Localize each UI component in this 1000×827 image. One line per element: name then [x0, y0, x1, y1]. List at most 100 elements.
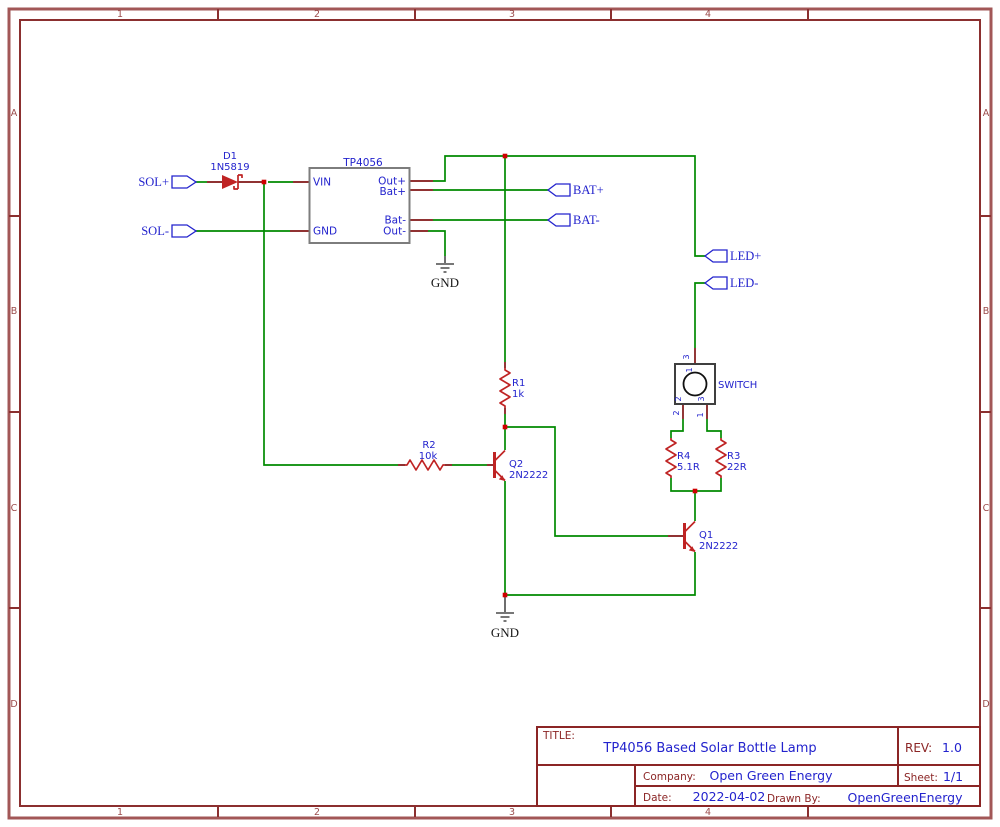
- drawn-by-value: OpenGreenEnergy: [847, 790, 963, 805]
- ground-symbol-charger: GND: [431, 256, 459, 290]
- ic-pin-batminus: Bat-: [384, 215, 406, 227]
- diode-ref: D1: [223, 151, 237, 162]
- switch-pin-number: 3: [697, 396, 706, 401]
- ic-tp4056: TP4056 VIN GND Out+ Bat+ Bat- Out-: [308, 157, 411, 244]
- ic-pin-vin: VIN: [313, 177, 331, 189]
- wire-left-rail-to-r2: [263, 182, 398, 466]
- diode-d1: D1 1N5819: [210, 151, 250, 190]
- frame-row-label: B: [983, 306, 990, 317]
- resistor-value: 22R: [727, 462, 747, 473]
- resistor-ref: R4: [677, 451, 690, 462]
- ic-pin-outminus: Out-: [383, 226, 406, 238]
- title-block: TITLE: TP4056 Based Solar Bottle Lamp RE…: [536, 726, 981, 807]
- resistor-r3: R3 22R: [715, 438, 747, 478]
- ground-glyph: [496, 597, 514, 622]
- sheet-label: Sheet:: [904, 772, 938, 784]
- transistor-q2: Q2 2N2222: [493, 449, 548, 482]
- frame-column-ticks: [217, 9, 809, 817]
- ground-symbol-bottom: GND: [491, 597, 519, 640]
- transistor-q1: Q1 2N2222: [683, 520, 738, 553]
- frame-row-label: A: [983, 108, 990, 119]
- wire-ledminus-to-switch: [694, 282, 705, 348]
- transistor-value: 2N2222: [699, 541, 738, 552]
- frame-row-label: C: [983, 503, 990, 514]
- wire-junction-to-q1base: [505, 426, 668, 537]
- title-block-dividers: [537, 727, 980, 806]
- frame-col-label: 1: [117, 9, 123, 20]
- rev-value: 1.0: [942, 740, 962, 755]
- transistor-value: 2N2222: [509, 470, 548, 481]
- frame-col-label: 4: [705, 9, 711, 20]
- switch-pin-number: 2: [672, 410, 681, 415]
- resistor-ref: R1: [512, 378, 525, 389]
- date-value: 2022-04-02: [693, 789, 766, 804]
- port-arrow-sol-minus: [171, 224, 198, 238]
- frame-row-label: A: [11, 108, 18, 119]
- resistor-zigzag: [499, 368, 511, 408]
- switch-pin-number: 3: [682, 354, 691, 359]
- frame-row-label: D: [10, 699, 17, 710]
- company-value: Open Green Energy: [710, 768, 834, 783]
- ic-pin-outplus: Out+: [378, 176, 406, 188]
- port-arrow-bat-plus: [546, 183, 571, 197]
- junction-dot: [502, 424, 508, 430]
- transistor-collector: [493, 449, 506, 462]
- resistor-zigzag: [405, 459, 445, 471]
- frame-col-label: 2: [314, 9, 320, 20]
- drawn-by-label: Drawn By:: [767, 793, 821, 805]
- port-label-led-plus: LED+: [730, 249, 761, 263]
- switch-pin-number: 1: [696, 412, 705, 417]
- wire-outminus-to-gnd: [428, 230, 446, 256]
- frame-col-label: 4: [705, 807, 711, 818]
- resistor-r2: R2 10k: [405, 440, 445, 471]
- frame-row-label: C: [11, 503, 18, 514]
- port-label-led-minus: LED-: [730, 276, 758, 290]
- transistor-collector: [683, 520, 696, 533]
- switch-button-circle: [682, 371, 708, 397]
- junction-dot: [692, 488, 698, 494]
- diode-schottky-bar: [233, 174, 243, 190]
- frame-outer-border: [7, 7, 993, 820]
- frame-row-label: D: [982, 699, 989, 710]
- port-label-bat-plus: BAT+: [573, 183, 604, 197]
- frame-row-ticks: [9, 215, 991, 609]
- switch-ref: SWITCH: [718, 380, 757, 391]
- frame-col-label: 3: [509, 9, 515, 20]
- port-label-sol-plus: SOL+: [138, 175, 169, 189]
- switch-pin-number: 1: [685, 367, 694, 372]
- ground-label: GND: [491, 625, 519, 640]
- diode-value: 1N5819: [210, 162, 249, 173]
- resistor-zigzag: [715, 438, 727, 478]
- port-arrow-bat-minus: [546, 213, 571, 227]
- frame-row-label: B: [11, 306, 18, 317]
- diode-triangle: [222, 175, 238, 189]
- switch: SWITCH 3 1 2 3 2 1: [672, 354, 757, 417]
- resistor-value: 1k: [512, 389, 524, 400]
- junction-dots: [261, 153, 698, 598]
- resistor-zigzag: [665, 438, 677, 478]
- pin-stub-lines: [207, 180, 708, 537]
- port-label-bat-minus: BAT-: [573, 213, 600, 227]
- sheet-value: 1/1: [943, 769, 963, 784]
- title-label: TITLE:: [542, 730, 575, 742]
- junction-dot: [502, 153, 508, 159]
- resistor-r1: R1 1k: [499, 368, 525, 408]
- ic-pin-gnd: GND: [313, 226, 337, 238]
- ic-pin-batplus: Bat+: [379, 186, 406, 198]
- emitter-arrow: [498, 475, 505, 481]
- frame-col-label: 1: [117, 807, 123, 818]
- resistor-r4: R4 5.1R: [665, 438, 700, 478]
- wire-bottom-rail-q1emitter: [505, 552, 696, 596]
- company-label: Company:: [643, 771, 696, 783]
- ground-glyph: [436, 256, 454, 273]
- wire-outplus-top-rail-ledplus: [433, 155, 705, 257]
- wire-switch-to-r4: [670, 419, 684, 438]
- resistor-ref: R3: [727, 451, 740, 462]
- wire-r3-bottom: [695, 478, 722, 492]
- net-ports: SOL+ SOL- BAT+ BAT- LED+ LED-: [138, 175, 761, 290]
- frame-col-label: 3: [509, 807, 515, 818]
- rev-label: REV:: [905, 741, 932, 755]
- ground-label: GND: [431, 275, 459, 290]
- transistor-ref: Q2: [509, 459, 523, 470]
